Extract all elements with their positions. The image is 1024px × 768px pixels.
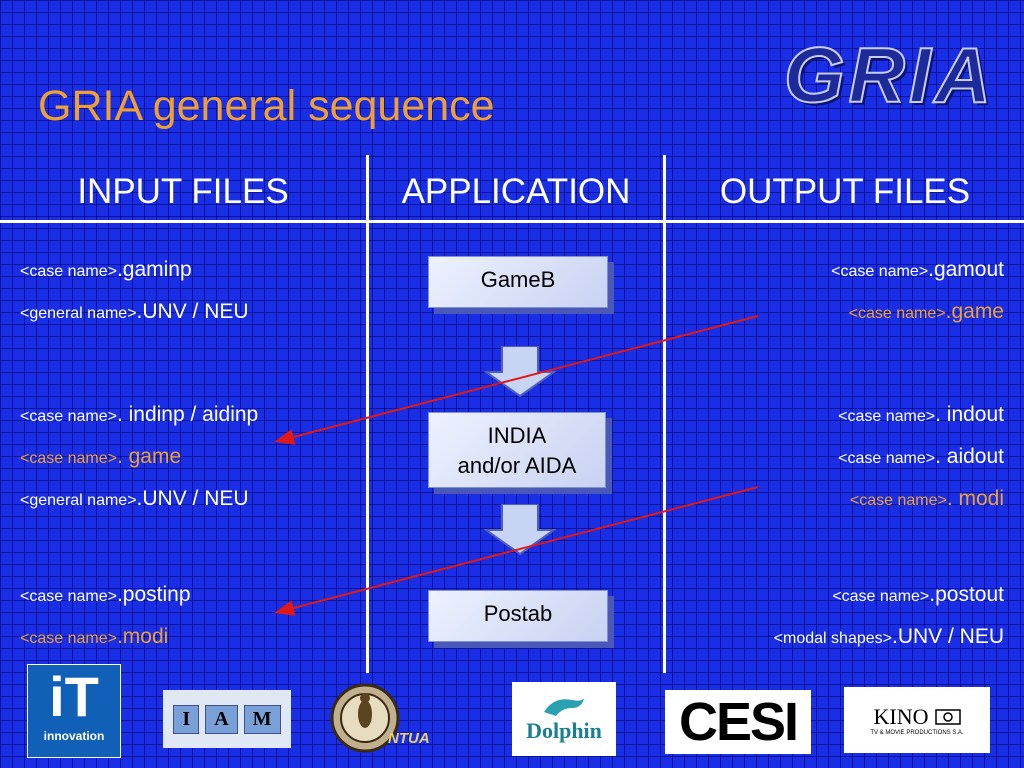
header-divider xyxy=(0,220,1024,223)
aida-label: and/or AIDA xyxy=(457,453,577,478)
file-name-placeholder: <general name> xyxy=(20,305,137,322)
file-entry: <case name>. indout xyxy=(838,395,1004,437)
link-arrow-game xyxy=(274,315,759,445)
file-name-placeholder: <modal shapes> xyxy=(773,630,892,647)
input-group-gameb: <case name>.gaminp<general name>.UNV / N… xyxy=(20,250,249,334)
gria-logo: GRIA xyxy=(783,30,995,120)
file-name-placeholder: <case name> xyxy=(20,450,117,467)
file-extension: .UNV / NEU xyxy=(136,487,249,510)
file-entry: <case name>. aidout xyxy=(838,437,1004,479)
india-aida-box: INDIA and/or AIDA xyxy=(428,412,606,488)
file-extension: . indout xyxy=(935,403,1004,426)
file-name-placeholder: <case name> xyxy=(832,588,930,605)
gameb-box: GameB xyxy=(428,256,608,308)
kino-label: KINO xyxy=(873,704,929,729)
kino-subtitle: TV & MOVIE PRODUCTIONS S.A. xyxy=(870,730,964,736)
iam-letter-a: A xyxy=(205,704,238,734)
file-entry: <general name>.UNV / NEU xyxy=(20,479,258,521)
file-entry: <case name>.modi xyxy=(20,617,191,659)
output-group-india: <case name>. indout<case name>. aidout<c… xyxy=(838,395,1004,521)
file-name-placeholder: <case name> xyxy=(20,263,117,280)
header-input-files: INPUT FILES xyxy=(77,172,289,211)
file-extension: . game xyxy=(116,445,182,468)
file-entry: <general name>.UNV / NEU xyxy=(20,292,249,334)
dolphin-logo: Dolphin xyxy=(512,682,616,756)
cesi-label: CESI xyxy=(678,692,799,752)
film-icon xyxy=(934,709,961,725)
file-name-placeholder: <case name> xyxy=(849,492,947,509)
cesi-logo: CESI xyxy=(665,690,811,754)
ntua-logo: NTUA xyxy=(330,680,450,760)
column-divider-2 xyxy=(663,155,666,673)
page-title: GRIA general sequence xyxy=(38,82,495,130)
file-name-placeholder: <general name> xyxy=(20,492,137,509)
file-name-placeholder: <case name> xyxy=(20,630,117,647)
input-group-postab: <case name>.postinp<case name>.modi xyxy=(20,575,191,659)
header-output-files: OUTPUT FILES xyxy=(719,172,971,211)
it-logo-text: innovation xyxy=(43,729,105,743)
file-entry: <modal shapes>.UNV / NEU xyxy=(774,617,1004,659)
file-entry: <case name>. indinp / aidinp xyxy=(20,395,258,437)
file-extension: .modi xyxy=(116,625,169,648)
input-group-india: <case name>. indinp / aidinp<case name>.… xyxy=(20,395,258,521)
file-name-placeholder: <case name> xyxy=(20,408,117,425)
file-entry: <case name>.game xyxy=(831,292,1004,334)
header-application: APPLICATION xyxy=(401,172,631,211)
it-innovation-logo: iT innovation xyxy=(27,664,121,758)
file-name-placeholder: <case name> xyxy=(838,450,936,467)
file-entry: <case name>.postinp xyxy=(20,575,191,617)
file-entry: <case name>.gamout xyxy=(831,250,1004,292)
output-group-gameb: <case name>.gamout<case name>.game xyxy=(831,250,1004,334)
file-extension: .game xyxy=(945,300,1004,323)
file-extension: .UNV / NEU xyxy=(891,625,1004,648)
dolphin-label: Dolphin xyxy=(526,718,602,743)
postab-box: Postab xyxy=(428,590,608,642)
file-name-placeholder: <case name> xyxy=(20,588,117,605)
gameb-label: GameB xyxy=(480,267,556,292)
file-name-placeholder: <case name> xyxy=(838,408,936,425)
file-extension: .gaminp xyxy=(116,258,192,281)
column-divider-1 xyxy=(366,155,369,673)
file-extension: .gamout xyxy=(928,258,1004,281)
ntua-seal-icon xyxy=(330,683,400,753)
file-extension: . aidout xyxy=(935,445,1004,468)
file-name-placeholder: <case name> xyxy=(831,263,929,280)
ntua-label: NTUA xyxy=(388,730,430,747)
file-extension: .UNV / NEU xyxy=(136,300,249,323)
india-label: INDIA xyxy=(487,423,547,448)
file-extension: . modi xyxy=(946,487,1004,510)
arrow-down-2 xyxy=(484,504,556,556)
iam-letter-i: I xyxy=(173,704,200,734)
file-entry: <case name>.gaminp xyxy=(20,250,249,292)
it-logo-mark: iT xyxy=(49,665,99,728)
iam-logo: I A M xyxy=(163,690,291,748)
file-name-placeholder: <case name> xyxy=(848,305,946,322)
dolphin-icon xyxy=(544,698,584,716)
file-entry: <case name>. modi xyxy=(838,479,1004,521)
output-group-postab: <case name>.postout<modal shapes>.UNV / … xyxy=(774,575,1004,659)
file-extension: . indinp / aidinp xyxy=(116,403,259,426)
kino-logo: KINO TV & MOVIE PRODUCTIONS S.A. xyxy=(844,687,990,753)
iam-letter-m: M xyxy=(243,704,281,734)
file-extension: .postout xyxy=(929,583,1004,606)
file-entry: <case name>. game xyxy=(20,437,258,479)
file-entry: <case name>.postout xyxy=(774,575,1004,617)
link-arrow-modi xyxy=(274,486,759,616)
file-extension: .postinp xyxy=(116,583,191,606)
arrow-down-1 xyxy=(484,346,556,398)
postab-label: Postab xyxy=(483,601,553,626)
